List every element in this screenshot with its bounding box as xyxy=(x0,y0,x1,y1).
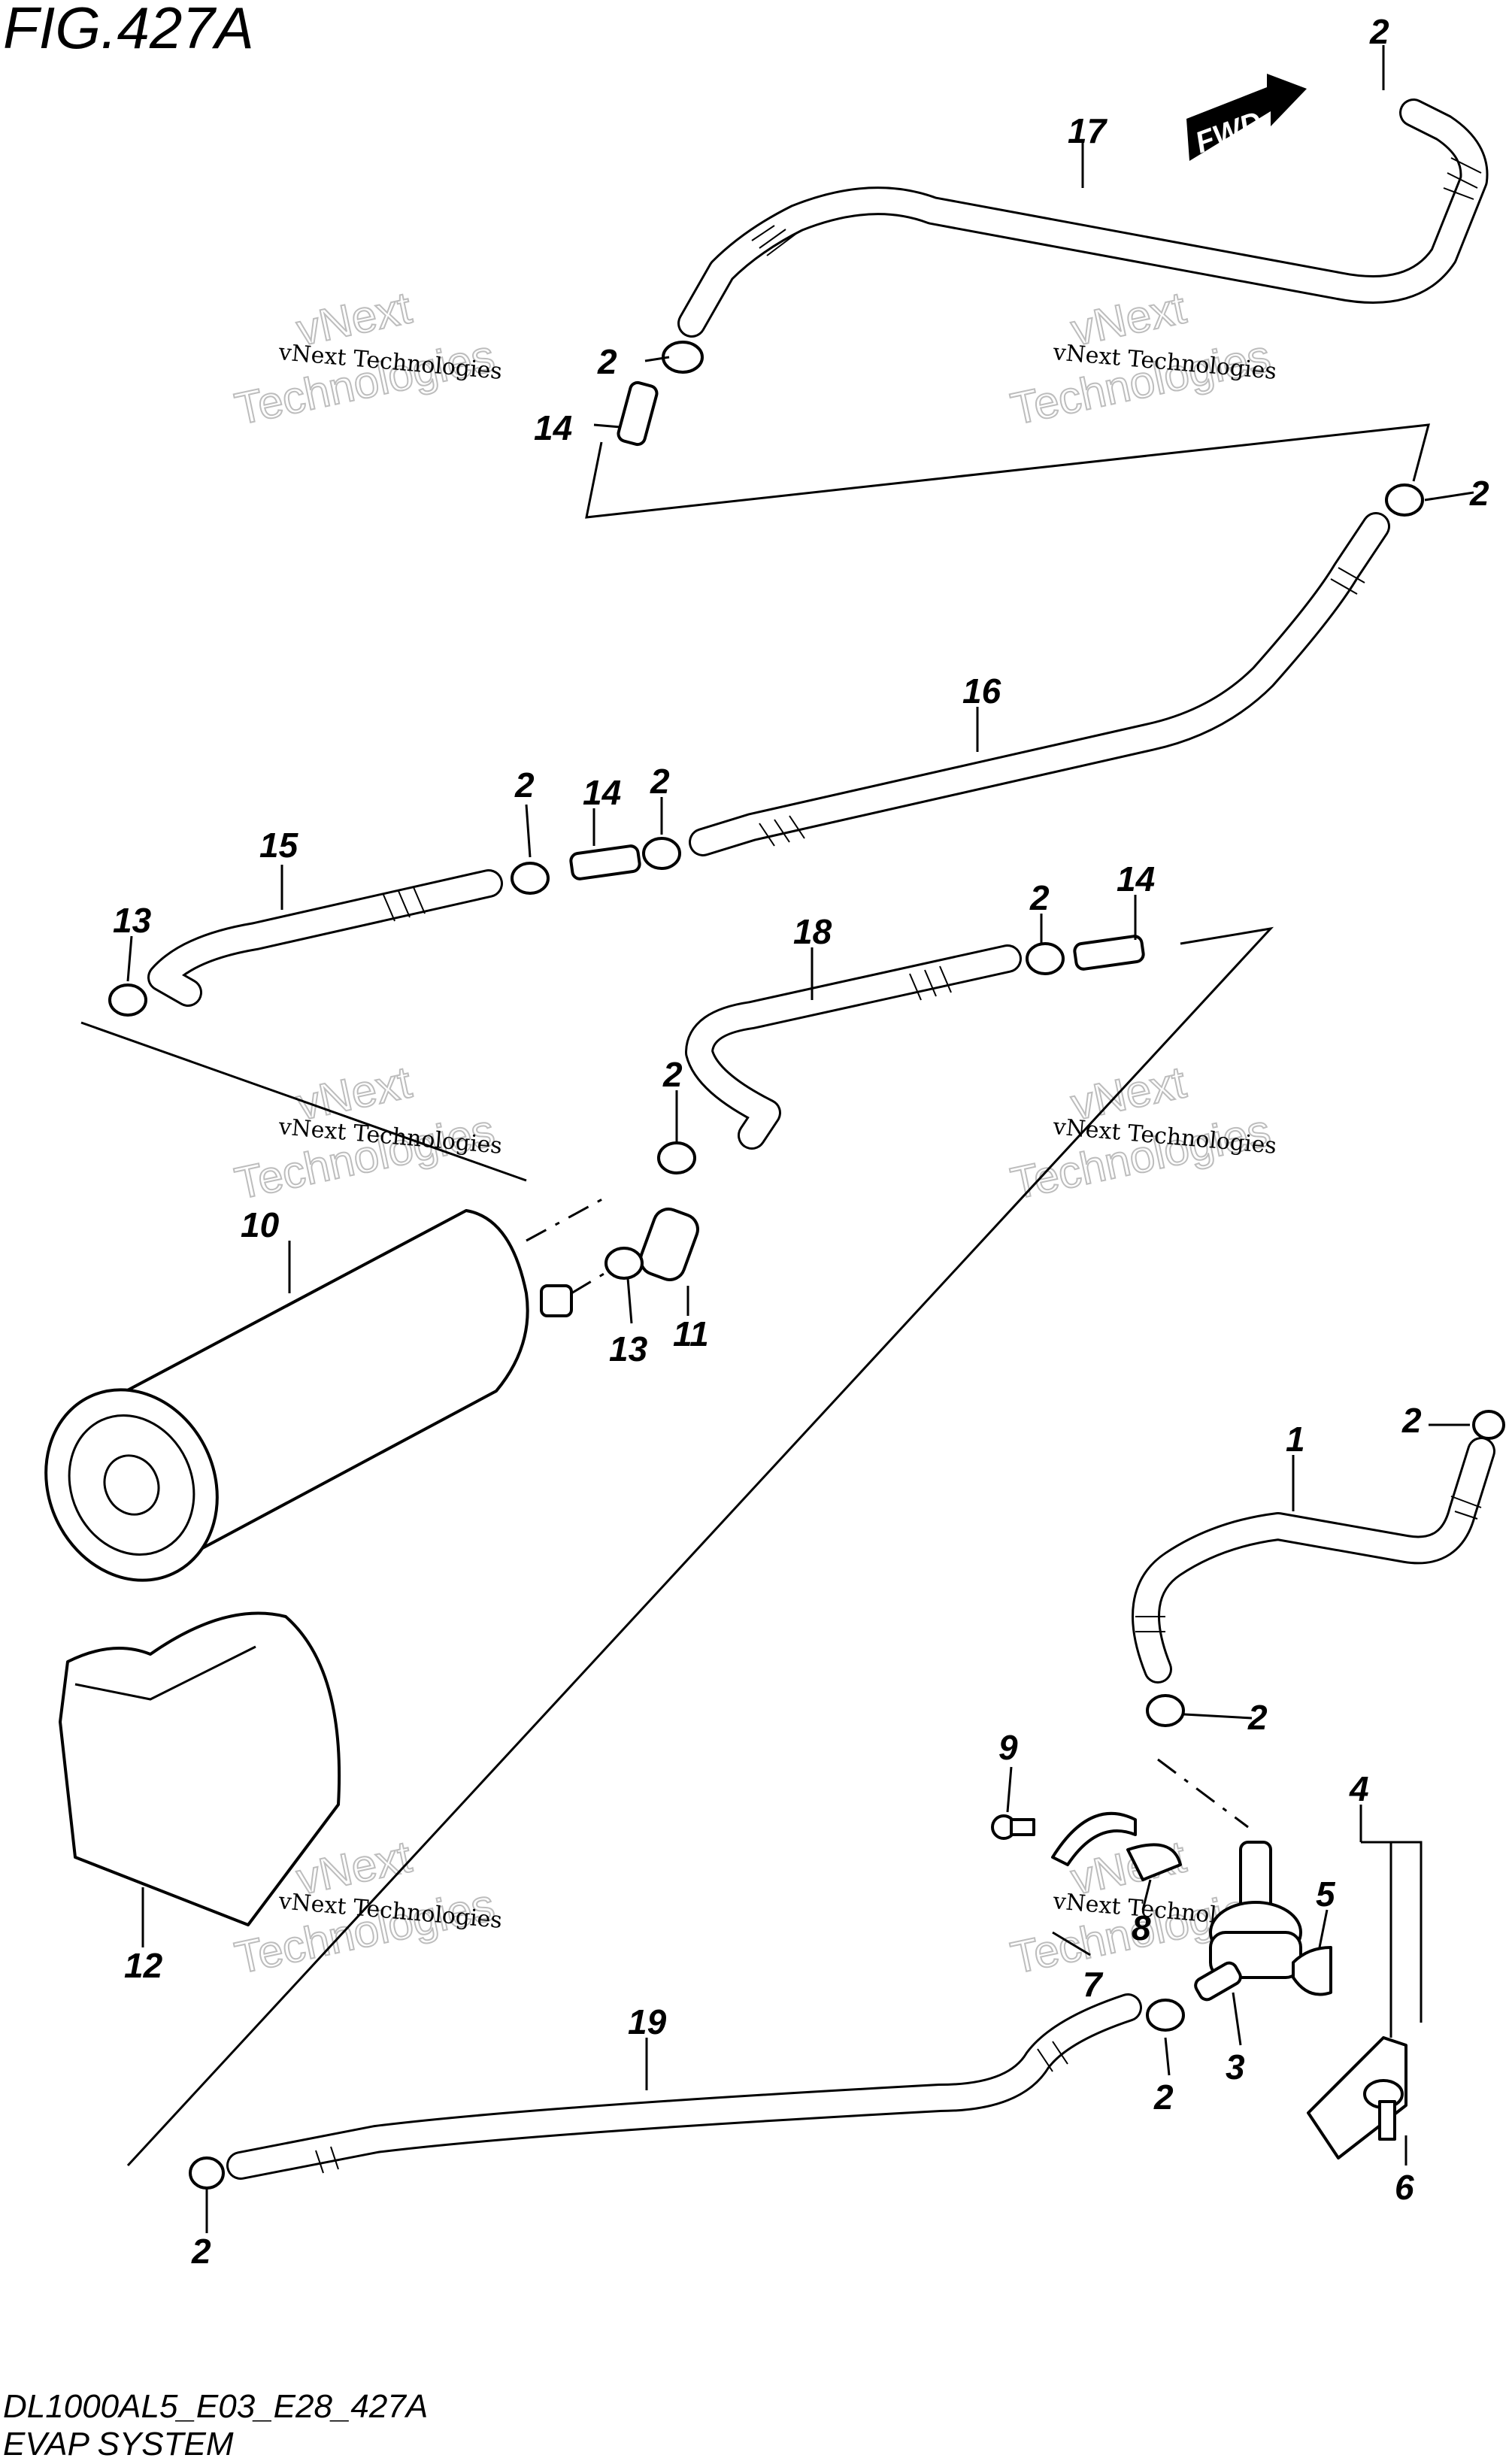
callout-3: 3 xyxy=(1226,2047,1245,2087)
fitting-14-right xyxy=(1026,935,1145,975)
svg-text:Technologies: Technologies xyxy=(1007,1105,1275,1208)
callout-12: 12 xyxy=(124,1946,163,1985)
forward-direction-badge: FWD xyxy=(1186,74,1307,161)
rubber-5 xyxy=(1292,1946,1332,1996)
svg-text:Technologies: Technologies xyxy=(1007,330,1275,434)
clamp-2-right-top xyxy=(1385,483,1424,517)
clamp-2-top-of-1 xyxy=(1472,1410,1505,1440)
callout-2: 2 xyxy=(662,1055,683,1094)
callout-1: 1 xyxy=(1286,1420,1305,1459)
callout-2: 2 xyxy=(650,762,670,801)
dash-1-to-valve xyxy=(1157,1758,1249,1829)
dash-canister-to-clamp xyxy=(526,1194,610,1295)
callout-5: 5 xyxy=(1316,1875,1336,1914)
callout-2: 2 xyxy=(1153,2078,1174,2117)
callout-11: 11 xyxy=(673,1314,709,1353)
bracket-12 xyxy=(59,1611,341,1926)
callout-2: 2 xyxy=(597,342,617,381)
callout-4: 4 xyxy=(1349,1769,1369,1808)
callout-19: 19 xyxy=(628,2002,667,2041)
hose-17 xyxy=(677,98,1489,338)
bracket-4 xyxy=(1307,2036,1407,2159)
hose-11 xyxy=(639,1208,699,1281)
hose-19 xyxy=(226,1993,1142,2180)
clamp-2-right-of-19 xyxy=(1146,1999,1185,2032)
valve-3 xyxy=(1194,1841,1302,2002)
bracket-4-leader xyxy=(1361,1841,1423,2038)
hose-15 xyxy=(147,869,503,1007)
callout-2: 2 xyxy=(1029,878,1050,917)
callout-18: 18 xyxy=(793,912,832,951)
callout-2: 2 xyxy=(1469,474,1489,513)
callout-labels: 2 17 2 14 2 16 2 14 2 15 13 18 2 14 2 10… xyxy=(113,12,1489,2271)
callout-8: 8 xyxy=(1132,1908,1151,1947)
fitting-14-middle xyxy=(511,837,681,895)
hose-18 xyxy=(685,944,1022,1150)
hose-1 xyxy=(1132,1437,1495,1684)
fitting-14-top xyxy=(617,341,704,447)
callout-14: 14 xyxy=(1117,859,1155,899)
footer-name: EVAP SYSTEM xyxy=(3,2426,234,2462)
clamp-2-near-18 xyxy=(657,1141,696,1174)
callout-6: 6 xyxy=(1395,2168,1414,2207)
leader-middle-triangle xyxy=(80,926,1274,2167)
clamp-13-left xyxy=(108,983,147,1017)
callout-7: 7 xyxy=(1083,1965,1104,2004)
clamp-13-near-canister xyxy=(604,1247,644,1280)
callout-16: 16 xyxy=(962,671,1001,711)
callout-17: 17 xyxy=(1068,111,1108,150)
callout-14: 14 xyxy=(534,408,572,447)
watermark-4: Technologies vNext vNext Technologies xyxy=(1006,1056,1277,1209)
clamp-2-left-of-19 xyxy=(189,2156,225,2190)
canister-10 xyxy=(44,1209,573,1582)
callout-13: 13 xyxy=(113,901,152,940)
callout-leaders xyxy=(126,45,1474,2233)
leader-top-triangle xyxy=(585,423,1431,519)
bolt-6 xyxy=(1363,2079,1404,2141)
footer-code: DL1000AL5_E03_E28_427A xyxy=(3,2388,428,2425)
callout-15: 15 xyxy=(259,826,299,865)
watermark-3: Technologies vNext vNext Technologies xyxy=(230,1056,503,1209)
bracket-7-8 xyxy=(1051,1811,1182,1881)
callout-10: 10 xyxy=(241,1205,280,1244)
callout-13: 13 xyxy=(609,1329,648,1368)
bolt-9 xyxy=(991,1814,1035,1840)
callout-2: 2 xyxy=(191,2232,211,2271)
hose-16 xyxy=(689,512,1390,856)
figure-title: FIG.427A xyxy=(3,0,254,61)
callout-9: 9 xyxy=(998,1728,1018,1767)
callout-2: 2 xyxy=(1247,1698,1268,1737)
watermark-2: Technologies vNext vNext Technologies xyxy=(1006,281,1277,435)
callout-2: 2 xyxy=(1401,1401,1422,1440)
clamp-2-bottom-of-1 xyxy=(1146,1694,1185,1727)
callout-2: 2 xyxy=(514,765,535,805)
callout-2: 2 xyxy=(1369,12,1389,51)
callout-14: 14 xyxy=(583,773,621,812)
watermark-1: Technologies vNext vNext Technologies xyxy=(230,281,503,435)
